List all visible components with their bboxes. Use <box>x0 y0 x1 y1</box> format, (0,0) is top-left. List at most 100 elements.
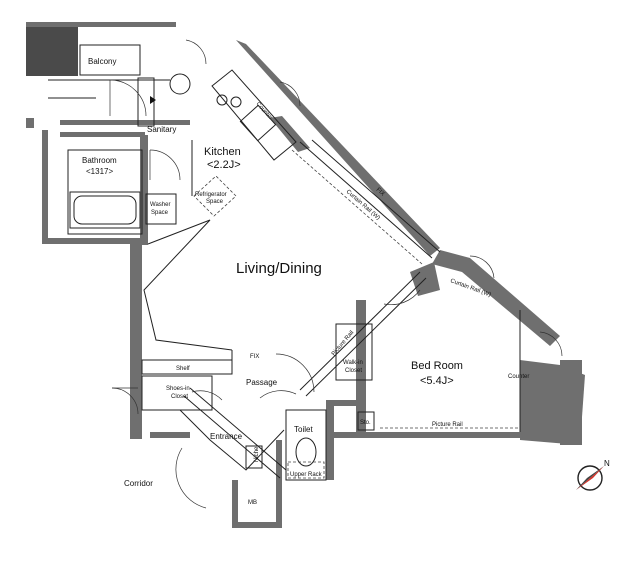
partition <box>137 77 155 127</box>
wall-segment <box>326 400 334 480</box>
label-bathroom: Bathroom <box>82 156 117 165</box>
balcony-outline <box>79 44 141 76</box>
label-entrance: Entrance <box>210 432 243 441</box>
niche <box>245 445 263 469</box>
label-fix-window: FIX <box>375 187 386 198</box>
wall-segment <box>560 360 582 445</box>
wall-segment <box>332 400 360 406</box>
partition-diagonal <box>299 271 421 391</box>
label-walkin-1: Walk-in <box>343 360 363 366</box>
door-swing <box>191 390 223 401</box>
label-fix-small: FIX <box>250 354 259 360</box>
label-counter-2: Counter <box>508 374 529 380</box>
window-fix <box>299 141 433 259</box>
wall-segment <box>26 22 176 27</box>
label-shoes-1: Shoes-in <box>166 386 190 392</box>
wall-segment <box>232 480 238 528</box>
door-swing <box>149 149 181 181</box>
compass-north-label: N <box>604 459 610 468</box>
kitchen-sink <box>239 104 277 142</box>
partition-diagonal <box>189 387 287 471</box>
curtain-rail <box>291 149 423 265</box>
wall-segment <box>42 130 48 243</box>
wall-segment <box>356 300 366 435</box>
entrance-outline <box>179 409 285 471</box>
shoes-closet <box>141 375 213 411</box>
door-swing <box>259 390 297 399</box>
living-boundary <box>143 219 233 351</box>
label-upper-rack: Upper Rack <box>290 472 323 478</box>
wall-segment <box>60 120 190 125</box>
upper-rack <box>287 461 325 479</box>
wall-segment <box>432 250 560 346</box>
label-niche: Niche <box>254 446 260 462</box>
label-refrigerator-2: Space <box>206 199 224 205</box>
label-shoes-2: Closet <box>171 394 188 400</box>
wall-segment <box>130 384 142 439</box>
wall-segment <box>60 132 145 137</box>
wall-segment <box>236 40 440 256</box>
door-swing <box>279 81 301 107</box>
label-bathroom-size: <1317> <box>86 167 113 176</box>
arrow-marker <box>150 96 156 104</box>
label-storage: Sto. <box>360 420 371 426</box>
partition-diagonal <box>305 277 427 397</box>
label-mb: MB <box>248 500 257 506</box>
wall-segment <box>150 432 190 438</box>
compass: N <box>576 459 610 491</box>
toilet-bowl <box>295 437 317 467</box>
label-counter-1: Counter <box>255 101 274 121</box>
doors <box>109 39 563 509</box>
stove-burner <box>216 94 228 106</box>
labels: Balcony Sanitary Bathroom <1317> Washer … <box>82 57 463 506</box>
label-picture-rail-2: Picture Rail <box>432 422 463 428</box>
partition-diagonal <box>183 395 281 479</box>
door-swing <box>469 255 495 279</box>
column <box>26 24 78 76</box>
door-swing <box>275 353 315 393</box>
label-refrigerator-1: Refrigerator <box>195 192 227 198</box>
label-walkin-2: Closet <box>345 368 362 374</box>
wall-segment <box>26 118 34 128</box>
door-swing <box>383 289 421 305</box>
label-living-dining: Living/Dining <box>236 260 322 277</box>
wall-segment <box>276 440 282 528</box>
label-picture-rail-1: Picture Rail <box>331 330 355 357</box>
label-sanitary: Sanitary <box>147 125 176 134</box>
stove-burner <box>230 96 242 108</box>
label-washer-2: Space <box>151 210 169 216</box>
bathtub-inner <box>73 195 137 225</box>
compass-ring <box>577 465 603 491</box>
label-passage: Passage <box>246 378 278 387</box>
storage <box>357 411 375 431</box>
label-shelf: Shelf <box>176 366 190 372</box>
door-swing <box>539 331 563 357</box>
wall-segment <box>232 522 282 528</box>
label-toilet: Toilet <box>294 425 313 434</box>
door-swing <box>185 39 207 65</box>
bathroom-outline <box>67 149 143 235</box>
window-frame <box>311 139 441 253</box>
label-bedroom: Bed Room <box>411 360 463 372</box>
interior-lines <box>48 44 521 481</box>
compass-needle-south <box>576 466 604 490</box>
label-kitchen: Kitchen <box>204 146 241 158</box>
washer-box <box>145 193 177 225</box>
door-swing <box>109 79 147 117</box>
wall-segment <box>334 432 524 438</box>
door-swing <box>175 447 207 509</box>
label-corridor: Corridor <box>124 479 153 488</box>
walls <box>26 22 585 528</box>
wall-segment <box>42 238 140 244</box>
wall-segment <box>270 116 310 152</box>
wall-segment <box>140 135 148 245</box>
label-bedroom-size: <5.4J> <box>420 375 454 387</box>
label-balcony: Balcony <box>88 57 116 66</box>
label-kitchen-size: <2.2J> <box>207 159 241 171</box>
walkin-closet <box>335 323 373 381</box>
bathtub <box>69 191 141 229</box>
toilet-room <box>285 409 327 481</box>
sink <box>169 73 191 95</box>
refrigerator-space <box>193 175 237 217</box>
